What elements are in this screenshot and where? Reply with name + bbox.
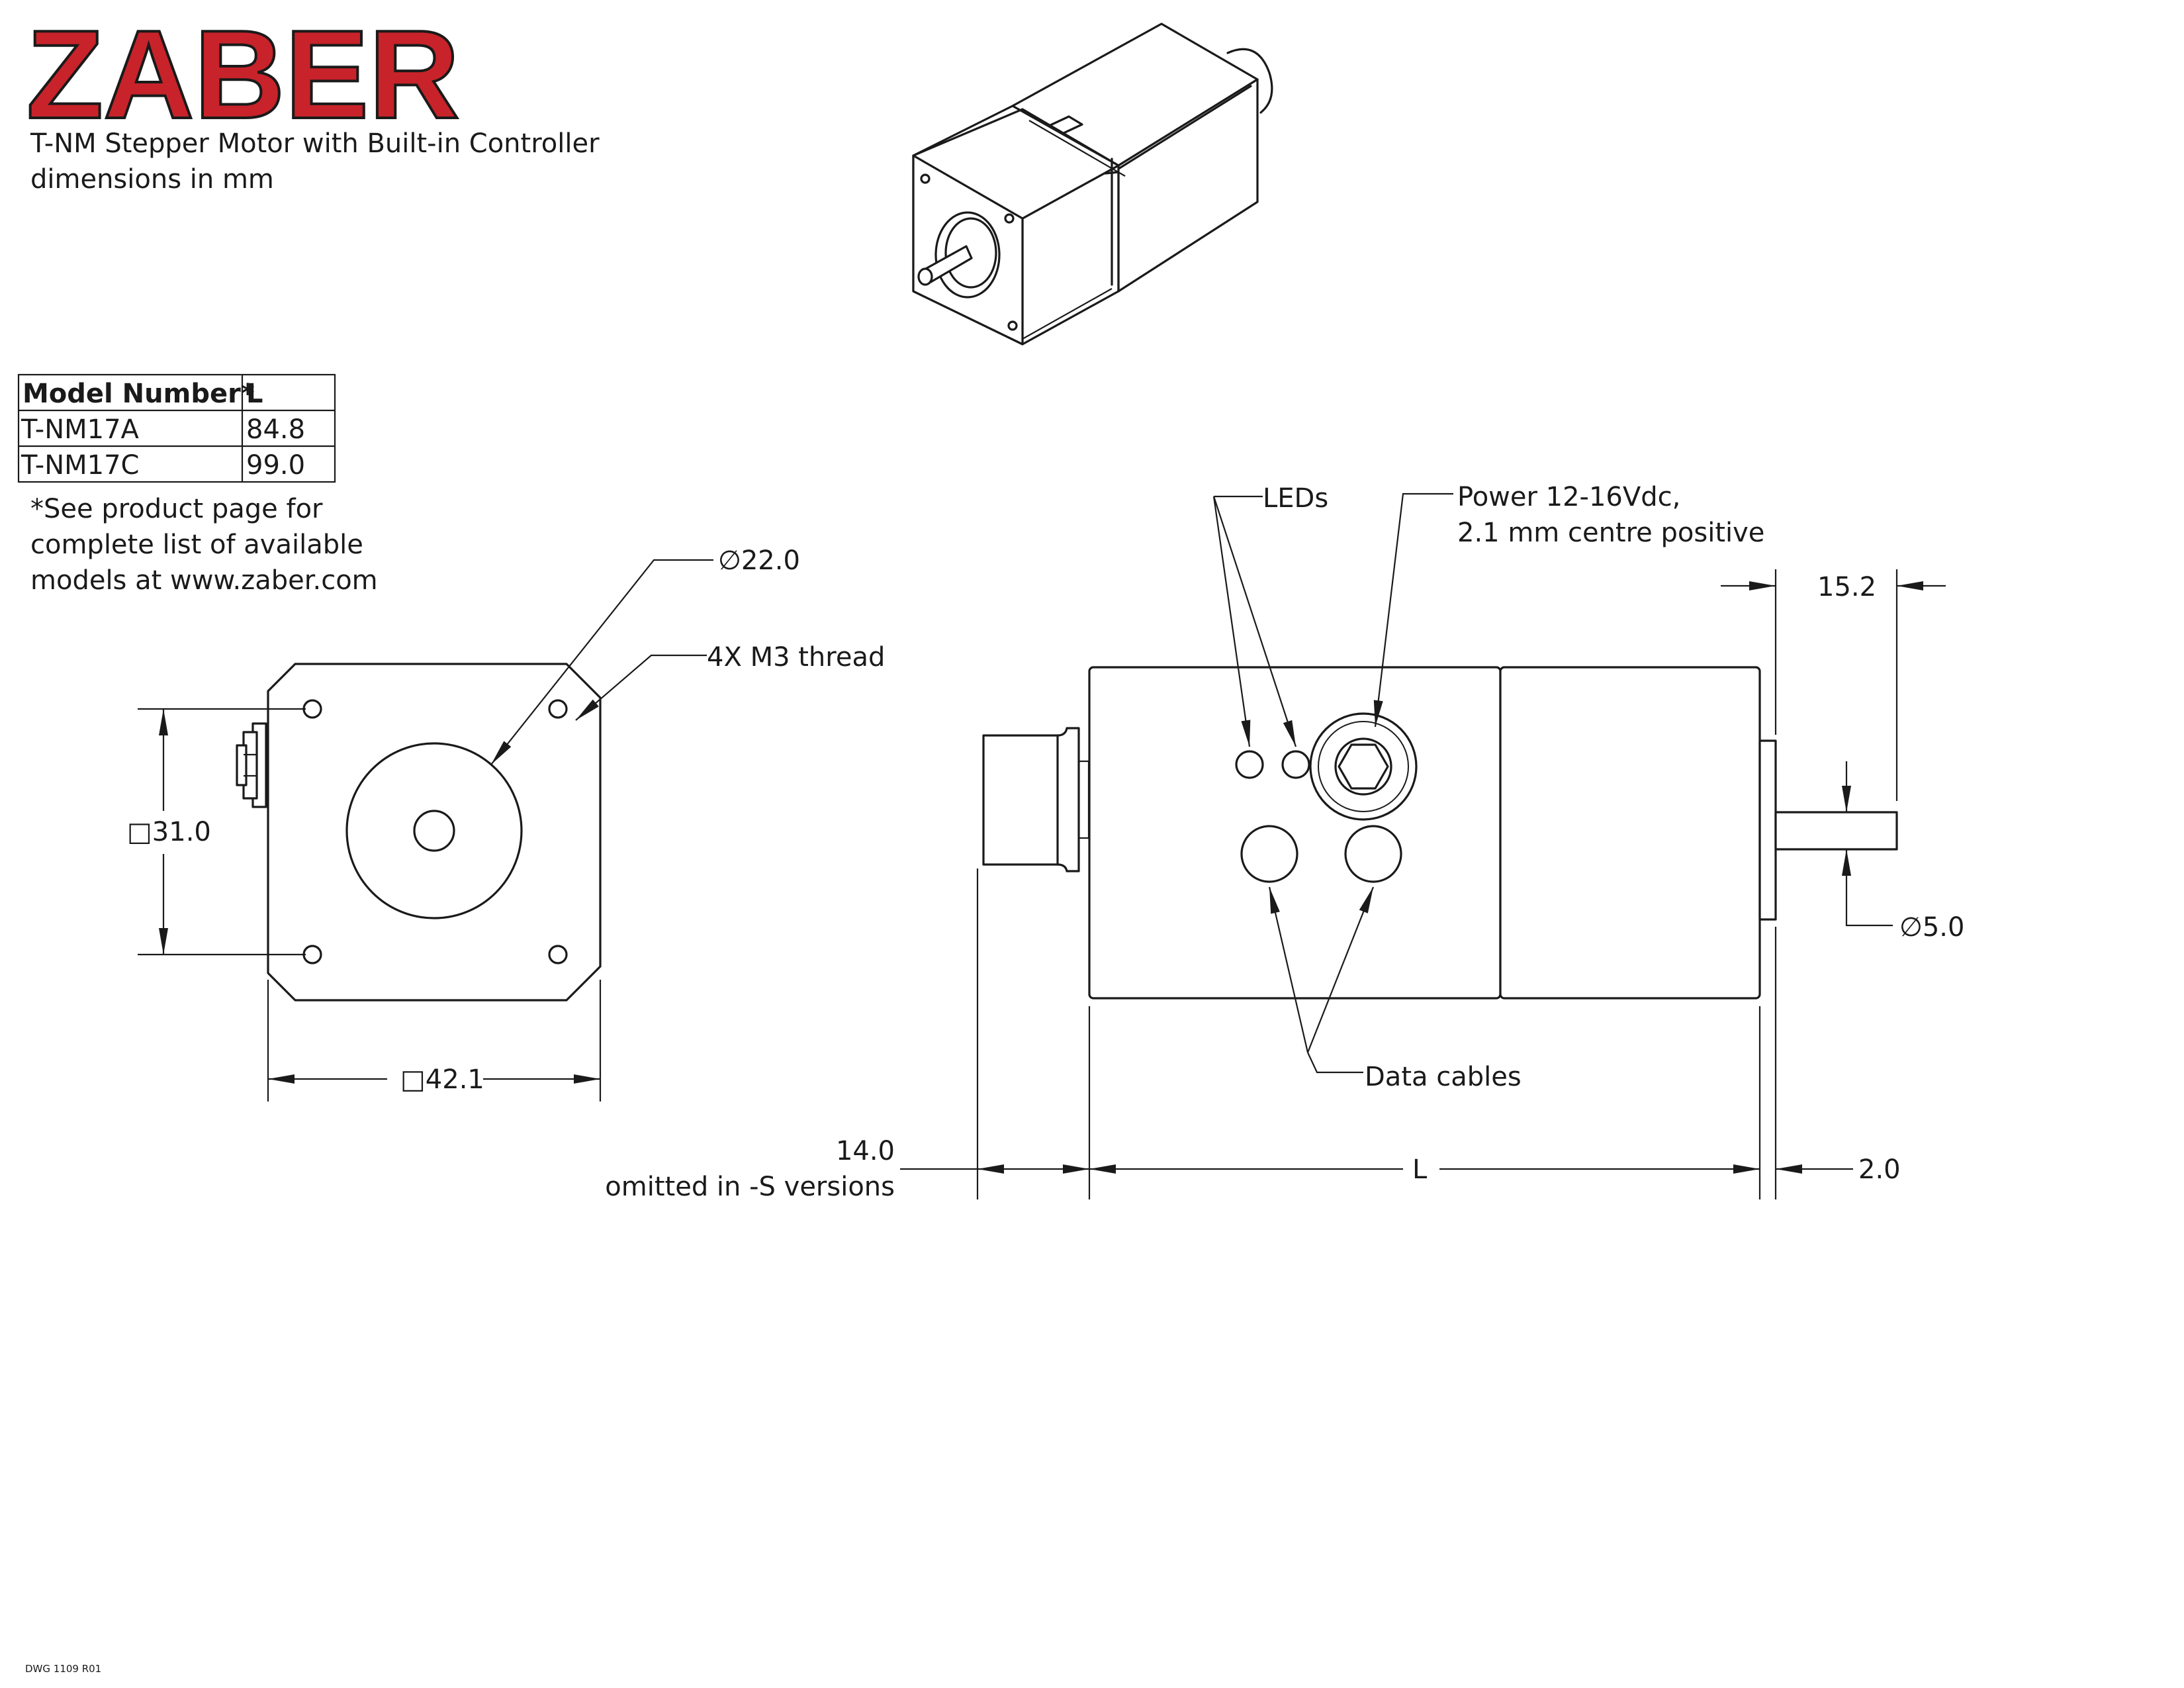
footnote-line-1: *See product page for (30, 494, 323, 524)
table-header-model: Model Number* (23, 379, 255, 409)
table-row-2-l: 99.0 (246, 450, 305, 481)
power-label-line-1: Power 12-16Vdc, (1457, 482, 1680, 512)
units-note: dimensions in mm (30, 164, 274, 195)
drawing-number: DWG 1109 R01 (25, 1663, 101, 1675)
table-row-1-l: 84.8 (246, 414, 305, 445)
footnote-line-3: models at www.zaber.com (30, 565, 378, 596)
power-label-line-2: 2.1 mm centre positive (1457, 518, 1764, 548)
connector-length-label: 14.0 (836, 1136, 895, 1166)
shaft-diameter-label: ∅5.0 (1899, 912, 1964, 943)
flange-thickness-label: 2.0 (1858, 1154, 1901, 1185)
body-length-l-label: L (1412, 1154, 1428, 1185)
thread-label: 4X M3 thread (707, 642, 885, 673)
zaber-logo: ZABER (26, 5, 459, 145)
table-row-1-model: T-NM17A (21, 414, 140, 445)
drawing-title: T-NM Stepper Motor with Built-in Control… (30, 128, 600, 159)
table-row-2-model: T-NM17C (21, 450, 139, 481)
body-width-label: □42.1 (400, 1064, 484, 1095)
hole-spacing-label: □31.0 (127, 817, 211, 847)
leds-label: LEDs (1263, 483, 1328, 514)
isometric-motor-view (912, 23, 1273, 346)
bore-diameter-label: ∅22.0 (718, 545, 800, 576)
data-cables-label: Data cables (1365, 1062, 1522, 1092)
table-header-l: L (246, 379, 263, 409)
shaft-length-label: 15.2 (1817, 572, 1876, 602)
model-table: Model Number* L T-NM17A 84.8 T-NM17C 99.… (17, 373, 336, 483)
side-view: LEDs Power 12-16Vdc, 2.1 mm centre posit… (605, 482, 1964, 1202)
footnote-line-2: complete list of available (30, 530, 363, 560)
front-view: ∅22.0 4X M3 thread □31.0 □42.1 (127, 545, 885, 1102)
connector-omitted-note: omitted in -S versions (605, 1172, 895, 1202)
